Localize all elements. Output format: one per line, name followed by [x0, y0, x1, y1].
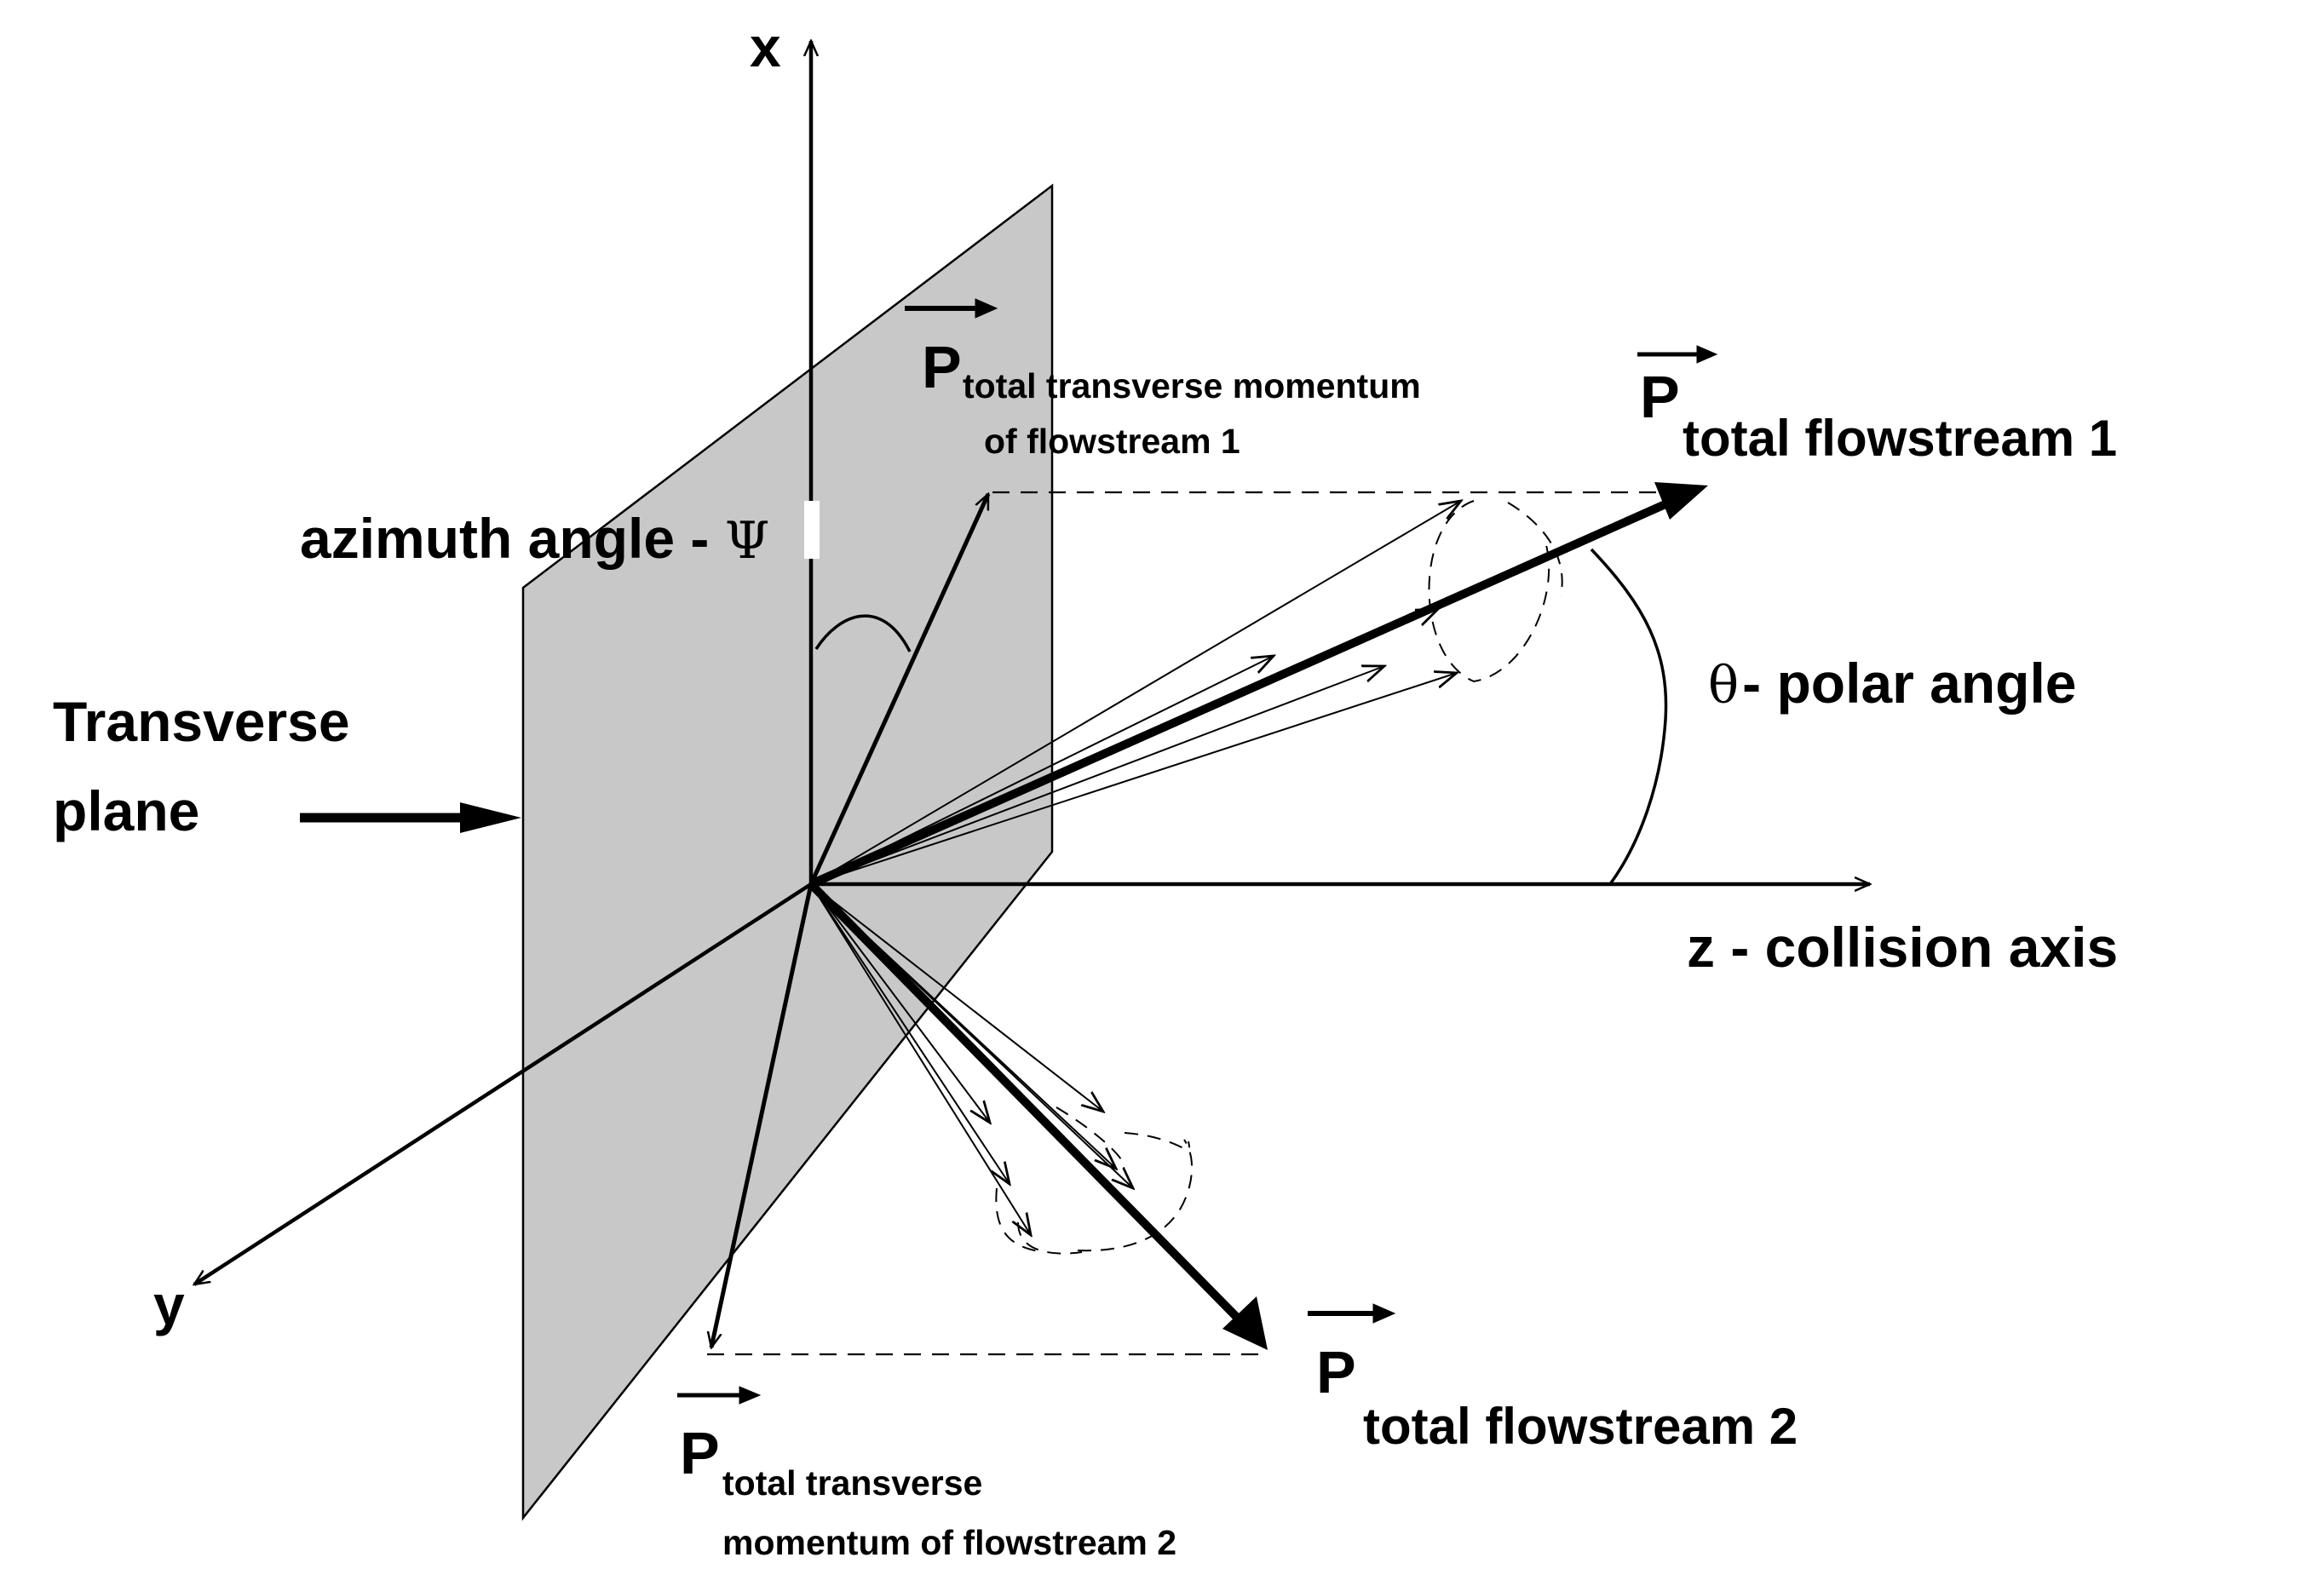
polar-arc — [1590, 548, 1668, 886]
azimuth-angle-label: azimuth angle - Ψ — [300, 507, 769, 571]
transverse-vector-2 — [711, 883, 814, 1348]
flowstream-1-cone — [1428, 500, 1563, 683]
plane-pointer-arrowhead — [460, 802, 521, 833]
transverse-2-label-line1: total transverse — [722, 1463, 982, 1503]
p-symbol-flowstream-1: P — [1640, 364, 1680, 430]
polar-theta-symbol: θ — [1708, 656, 1739, 715]
polar-angle-text: - polar angle — [1742, 652, 2076, 715]
p-symbol-transverse-2: P — [680, 1420, 720, 1486]
transverse-plane-label-line2: plane — [53, 779, 199, 842]
total-flowstream-2-vector — [808, 881, 1256, 1336]
flowstream-2-cone — [995, 1106, 1194, 1255]
polar-angle-label: θ - polar angle — [1708, 652, 2077, 715]
total-flowstream-2-arrowhead — [1222, 1296, 1268, 1350]
azimuth-psi-symbol: Ψ — [725, 511, 770, 571]
p-symbol-transverse-1: P — [922, 334, 962, 400]
azimuth-label-gap — [804, 501, 820, 559]
transverse-1-label-line1: total transverse momentum — [963, 366, 1421, 405]
p-symbol-flowstream-2: P — [1316, 1339, 1356, 1405]
y-axis — [194, 882, 813, 1286]
total-flowstream-1-label: total flowstream 1 — [1683, 410, 2117, 467]
transverse-1-label-line2: of flowstream 1 — [984, 422, 1240, 461]
transverse-plane — [521, 183, 1054, 1521]
total-flowstream-1-vector — [808, 492, 1685, 888]
total-flowstream-1-arrowhead — [1654, 482, 1708, 520]
azimuth-angle-text: azimuth angle - — [300, 507, 725, 570]
x-axis-label: x — [750, 15, 781, 78]
y-axis-label: y — [153, 1273, 185, 1336]
transverse-vector-1 — [808, 494, 991, 886]
z-axis-label: z - collision axis — [1687, 916, 2118, 979]
vector-overbar-arrows — [677, 298, 1718, 1405]
transverse-plane-label-line1: Transverse — [53, 690, 350, 753]
azimuth-arc — [814, 614, 912, 652]
total-flowstream-2-label: total flowstream 2 — [1363, 1398, 1798, 1455]
transverse-2-label-line2: momentum of flowstream 2 — [722, 1523, 1176, 1562]
